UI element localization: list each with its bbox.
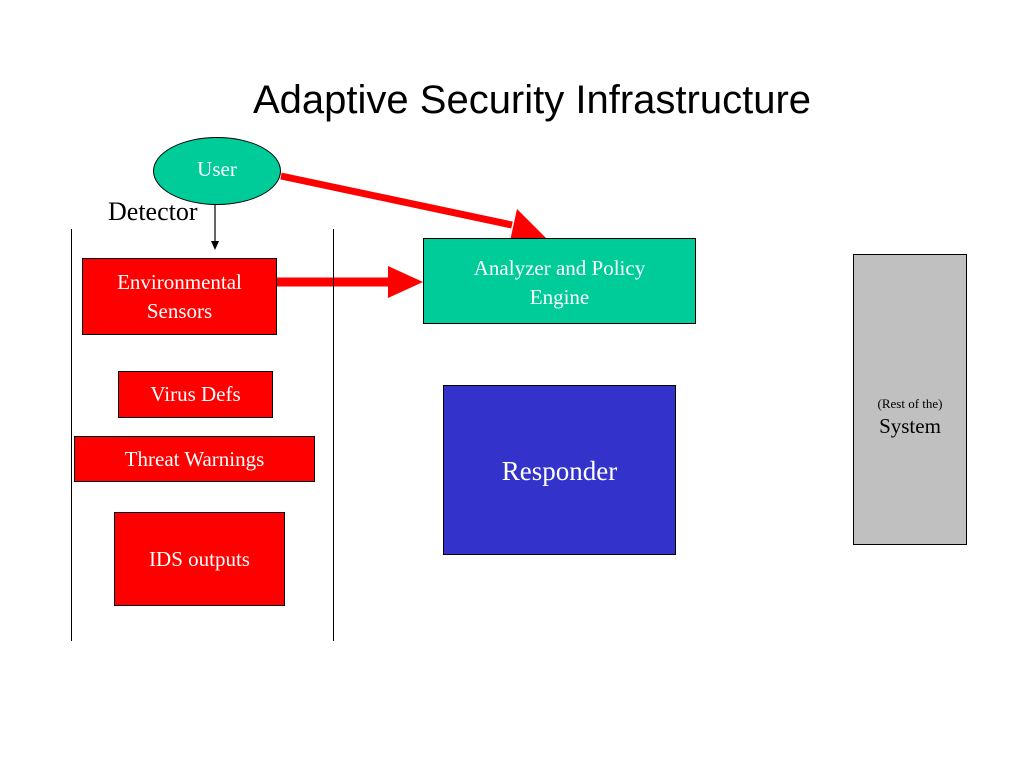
detector-container bbox=[71, 229, 334, 641]
user-to-analyzer-arrow-head bbox=[510, 209, 548, 241]
user-node: User bbox=[153, 137, 281, 205]
user-label: User bbox=[197, 156, 237, 181]
responder-box: Responder bbox=[443, 385, 676, 555]
analyzer-policy-engine-box: Analyzer and Policy Engine bbox=[423, 238, 696, 324]
rest-of-the-label: (Rest of the) bbox=[877, 396, 943, 411]
ids-outputs-box: IDS outputs bbox=[114, 512, 285, 606]
analyzer-policy-engine-label: Analyzer and Policy Engine bbox=[473, 256, 646, 309]
virus-defs-box: Virus Defs bbox=[118, 371, 273, 418]
page-title: Adaptive Security Infrastructure bbox=[252, 78, 812, 122]
rest-of-system-box: (Rest of the) System bbox=[853, 254, 967, 545]
sensors-to-analyzer-arrow-head bbox=[388, 266, 423, 298]
detector-label: Detector bbox=[108, 197, 198, 226]
environmental-sensors-box: Environmental Sensors bbox=[82, 258, 277, 335]
system-label: System bbox=[879, 414, 941, 438]
user-to-detector-arrow-head bbox=[211, 241, 219, 250]
threat-warnings-label: Threat Warnings bbox=[124, 446, 265, 471]
threat-warnings-box: Threat Warnings bbox=[74, 436, 315, 482]
user-to-analyzer-arrow-shaft bbox=[280, 172, 513, 229]
environmental-sensors-label: Environmental Sensors bbox=[117, 269, 242, 323]
ids-outputs-label: IDS outputs bbox=[149, 546, 250, 571]
virus-defs-label: Virus Defs bbox=[150, 382, 241, 406]
responder-label: Responder bbox=[501, 456, 618, 486]
